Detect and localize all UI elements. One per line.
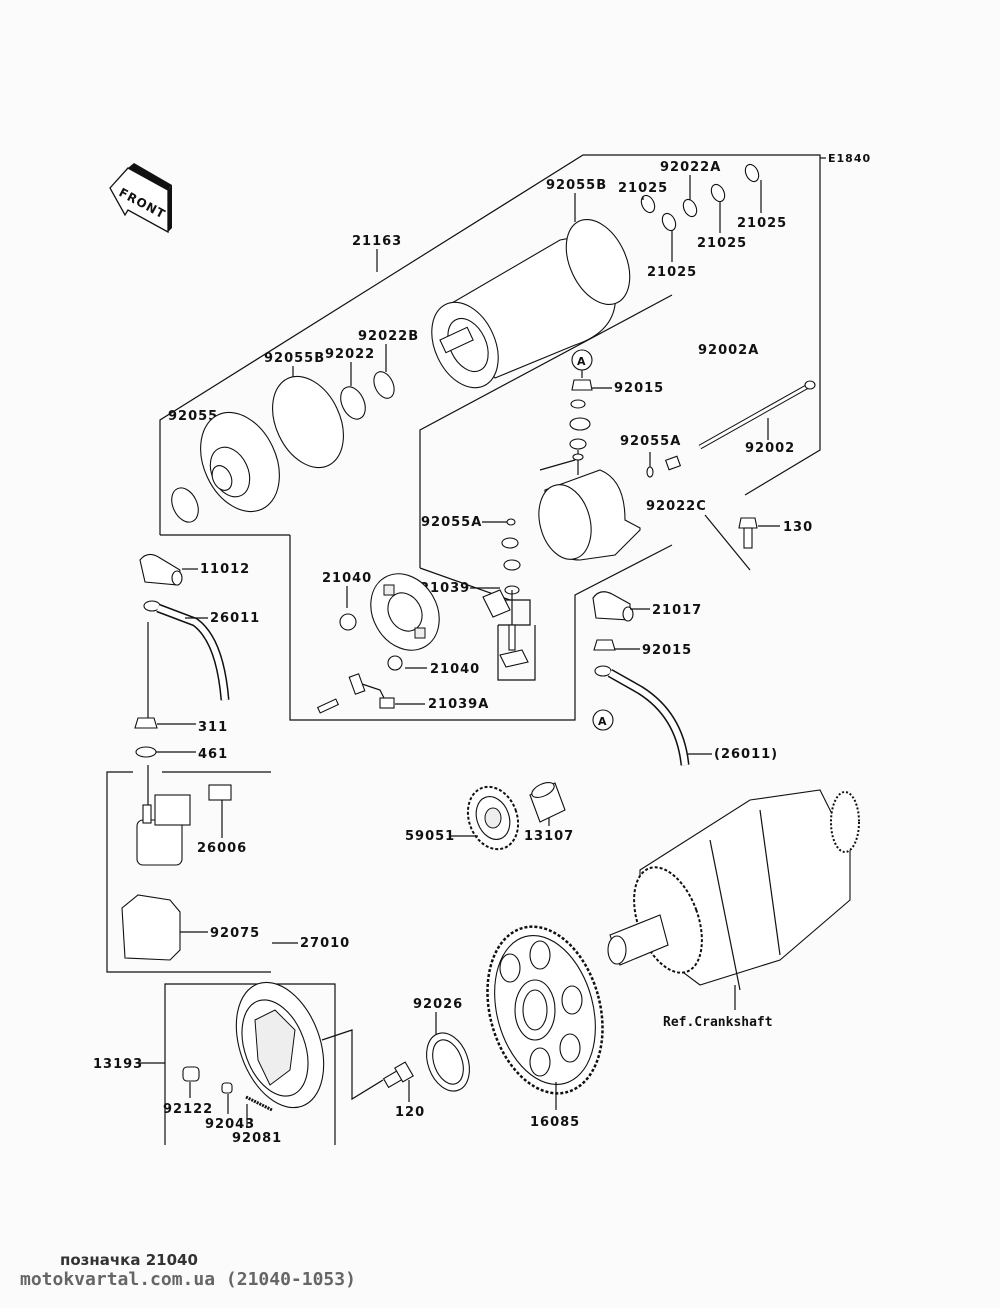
label-92043: 92043 bbox=[205, 1117, 255, 1132]
cap-21017 bbox=[592, 591, 634, 622]
label-92015-bottom: 92015 bbox=[642, 643, 692, 658]
label-92002: 92002 bbox=[745, 441, 795, 456]
spring-21040-top bbox=[339, 613, 357, 631]
svg-text:A: A bbox=[598, 715, 607, 728]
label-21025-b: 21025 bbox=[647, 265, 697, 280]
svg-text:A: A bbox=[577, 355, 586, 368]
label-26006: 26006 bbox=[197, 841, 247, 856]
label-92122: 92122 bbox=[163, 1102, 213, 1117]
label-21040-top: 21040 bbox=[322, 571, 372, 586]
label-92081: 92081 bbox=[232, 1131, 282, 1146]
marker-a-bottom bbox=[592, 709, 614, 731]
o-ring-92055A-left bbox=[506, 518, 516, 526]
label-92015-top: 92015 bbox=[614, 381, 664, 396]
bolt-92002 bbox=[698, 380, 816, 450]
label-461: 461 bbox=[198, 747, 228, 762]
starter-motor-body bbox=[431, 238, 617, 389]
label-11012: 11012 bbox=[200, 562, 250, 577]
brush-21039A bbox=[379, 697, 395, 709]
label-92022C: 92022C bbox=[646, 499, 707, 514]
spring-92081 bbox=[245, 1095, 273, 1112]
nut-92015-bottom bbox=[593, 639, 616, 651]
rear-housing bbox=[538, 453, 641, 561]
spring-21040-bottom bbox=[387, 655, 403, 671]
crankshaft-reference bbox=[607, 789, 860, 991]
label-92022B: 92022B bbox=[358, 329, 419, 344]
starter-clutch bbox=[235, 981, 325, 1109]
label-13193: 13193 bbox=[93, 1057, 143, 1072]
end-cover-92055 bbox=[200, 411, 280, 513]
label-16085: 16085 bbox=[530, 1115, 580, 1130]
label-21017: 21017 bbox=[652, 603, 702, 618]
cap-11012 bbox=[139, 553, 183, 586]
label-21025-d: 21025 bbox=[737, 216, 787, 231]
shaft-13107 bbox=[529, 782, 566, 823]
label-92055A-right: 92055A bbox=[620, 434, 681, 449]
label-92055B-top: 92055B bbox=[546, 178, 607, 193]
label-13107: 13107 bbox=[524, 829, 574, 844]
cable-26011-right bbox=[594, 665, 690, 766]
plunger-92043 bbox=[221, 1082, 233, 1094]
relay-cover-92075 bbox=[121, 894, 181, 961]
label-21025-a: 21025 bbox=[618, 181, 668, 196]
label-92026: 92026 bbox=[413, 997, 463, 1012]
watermark: motokvartal.com.ua (21040-1053) bbox=[20, 1269, 356, 1290]
assembly-outline-solenoid bbox=[106, 771, 271, 973]
label-59051: 59051 bbox=[405, 829, 455, 844]
assembly-outline-starter bbox=[159, 154, 821, 721]
label-26011-paren: (26011) bbox=[714, 747, 778, 762]
label-92075: 92075 bbox=[210, 926, 260, 941]
label-120: 120 bbox=[395, 1105, 425, 1120]
label-92055: 92055 bbox=[168, 409, 218, 424]
label-21039: 21039 bbox=[420, 581, 470, 596]
washer-461 bbox=[135, 746, 157, 758]
o-ring-92055A-right bbox=[646, 466, 654, 478]
assembly-outline-clutch bbox=[164, 983, 336, 1145]
label-92022A: 92022A bbox=[660, 160, 721, 175]
nut-92015-top bbox=[571, 379, 593, 391]
bolt-120 bbox=[382, 1061, 414, 1089]
label-26011: 26011 bbox=[210, 611, 260, 626]
terminal-bolt bbox=[508, 624, 516, 651]
label-311: 311 bbox=[198, 720, 228, 735]
bolt-130 bbox=[738, 517, 758, 549]
front-arrow-icon: FRONT bbox=[109, 163, 172, 234]
brush-21039 bbox=[482, 589, 511, 618]
label-92022: 92022 bbox=[325, 347, 375, 362]
starter-relay bbox=[136, 794, 191, 866]
label-130: 130 bbox=[783, 520, 813, 535]
idle-gear-59051 bbox=[466, 785, 520, 851]
label-27010: 27010 bbox=[300, 936, 350, 951]
cable-26011 bbox=[143, 600, 230, 701]
washer-21025-group bbox=[640, 163, 760, 232]
starter-gear-16085 bbox=[486, 925, 604, 1095]
o-ring-small bbox=[171, 487, 199, 523]
caption: позначка 21040 bbox=[60, 1251, 198, 1269]
diagram-code: E1840 bbox=[828, 152, 871, 165]
washer-92022 bbox=[340, 386, 366, 420]
roller-92122 bbox=[182, 1066, 200, 1082]
label-92002A: 92002A bbox=[698, 343, 759, 358]
label-21025-c: 21025 bbox=[697, 236, 747, 251]
label-92055A-left: 92055A bbox=[421, 515, 482, 530]
screw-small bbox=[316, 698, 340, 714]
label-21040-bottom: 21040 bbox=[430, 662, 480, 677]
o-ring-92055B-top bbox=[565, 218, 631, 306]
brush-plate bbox=[370, 573, 440, 651]
fuse-26006 bbox=[208, 784, 232, 801]
label-21039A: 21039A bbox=[428, 697, 489, 712]
nut-311 bbox=[134, 717, 158, 729]
label-21163: 21163 bbox=[352, 234, 402, 249]
label-92055B-mid: 92055B bbox=[264, 351, 325, 366]
label-ref-crankshaft: Ref.Crankshaft bbox=[663, 1015, 773, 1030]
o-ring-92055B-mid bbox=[272, 375, 344, 469]
washer-92022B bbox=[373, 371, 395, 399]
